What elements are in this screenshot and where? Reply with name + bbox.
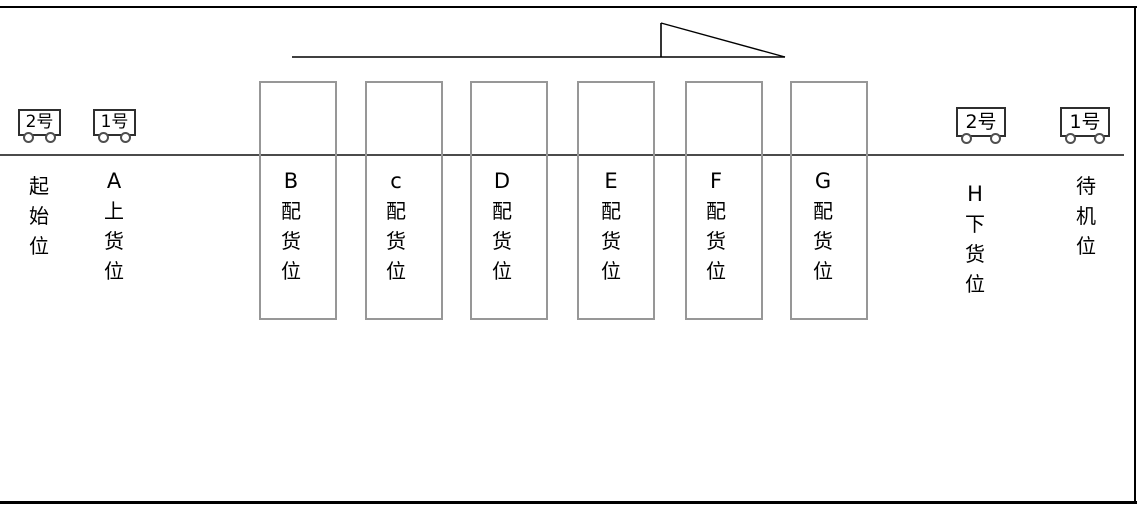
cart-wheel-icon — [98, 132, 109, 143]
station-label-C-distribution: c 配 货 位 — [386, 169, 406, 283]
station-box-G — [790, 81, 868, 320]
cart-wheel-icon — [1094, 133, 1105, 144]
station-box-D — [470, 81, 548, 320]
frame-border-right — [1134, 6, 1136, 503]
station-box-B — [259, 81, 337, 320]
station-label-B-distribution: B 配 货 位 — [281, 169, 301, 283]
station-box-F — [685, 81, 763, 320]
station-label-D-distribution: D 配 货 位 — [492, 169, 512, 283]
cart-wheel-icon — [45, 132, 56, 143]
station-label-G-distribution: G 配 货 位 — [813, 169, 833, 283]
cart-wheel-icon — [1065, 133, 1076, 144]
frame-border-bottom — [0, 501, 1137, 504]
frame-border-top — [0, 6, 1137, 8]
cart-wheel-icon — [990, 133, 1001, 144]
slope-flag-icon — [292, 22, 786, 58]
station-label-E-distribution: E 配 货 位 — [601, 169, 621, 283]
station-label-start: 起 始 位 — [29, 174, 49, 258]
station-label-F-distribution: F 配 货 位 — [706, 169, 726, 283]
station-label-standby: 待 机 位 — [1076, 174, 1096, 258]
cart-no2-right: 2号 — [956, 107, 1006, 144]
station-label-H-unloading: H 下 货 位 — [965, 182, 985, 296]
track-line — [0, 154, 1124, 156]
station-label-A-loading: A 上 货 位 — [104, 169, 124, 283]
cart-label: 1号 — [100, 112, 129, 132]
cart-wheel-icon — [23, 132, 34, 143]
cart-no1-left: 1号 — [93, 109, 136, 143]
cart-wheel-icon — [120, 132, 131, 143]
station-box-C — [365, 81, 443, 320]
cart-label: 2号 — [25, 112, 54, 132]
cart-wheel-icon — [961, 133, 972, 144]
cart-no2-left: 2号 — [18, 109, 61, 143]
cart-no1-right: 1号 — [1060, 107, 1110, 144]
station-box-E — [577, 81, 655, 320]
cart-label: 2号 — [965, 111, 997, 133]
cart-label: 1号 — [1069, 111, 1101, 133]
